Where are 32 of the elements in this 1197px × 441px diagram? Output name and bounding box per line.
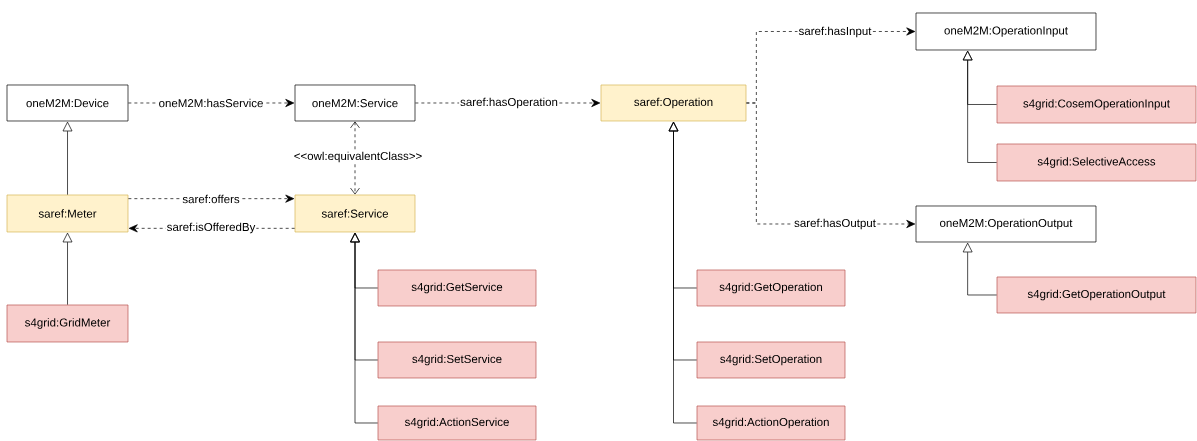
class-box: s4grid:GetOperationOutput [996,276,1197,314]
class-box: s4grid:SelectiveAccess [996,143,1197,182]
class-box: s4grid:GridMeter [6,304,129,343]
arrow [350,121,360,195]
class-box: s4grid:SetOperation [696,341,846,379]
generalization-arrow [62,121,73,195]
class-box: saref:Meter [6,194,129,233]
class-box: s4grid:GetOperation [696,269,846,307]
generalization-arrow [962,50,997,163]
class-box: oneM2M:Device [6,84,129,122]
arrow [128,194,295,203]
class-box: oneM2M:Service [294,84,416,122]
class-box: saref:Operation [600,84,747,122]
edge-label: <<owl:equivalentClass>> [292,150,424,164]
edge-label: saref:hasInput [797,25,873,39]
class-box: oneM2M:OperationInput [915,12,1097,51]
class-box: s4grid:ActionService [377,405,537,441]
edge-label: saref:hasOperation [459,96,559,110]
edge-label: oneM2M:hasService [157,97,265,109]
generalization-arrow [668,121,697,424]
class-box: oneM2M:OperationOutput [915,205,1097,243]
class-box: s4grid:CosemOperationInput [996,85,1197,124]
edge-label: saref:hasOutput [793,217,877,231]
generalization-arrow [962,242,997,296]
class-box: s4grid:GetService [377,269,537,307]
generalization-arrow [62,232,73,305]
class-box: s4grid:SetService [377,341,537,379]
generalization-arrow [350,232,378,424]
edge-label: saref:offers [181,193,241,205]
edge-label: saref:isOfferedBy [165,221,257,235]
class-box: s4grid:ActionOperation [696,405,846,441]
class-box: saref:Service [294,194,416,233]
